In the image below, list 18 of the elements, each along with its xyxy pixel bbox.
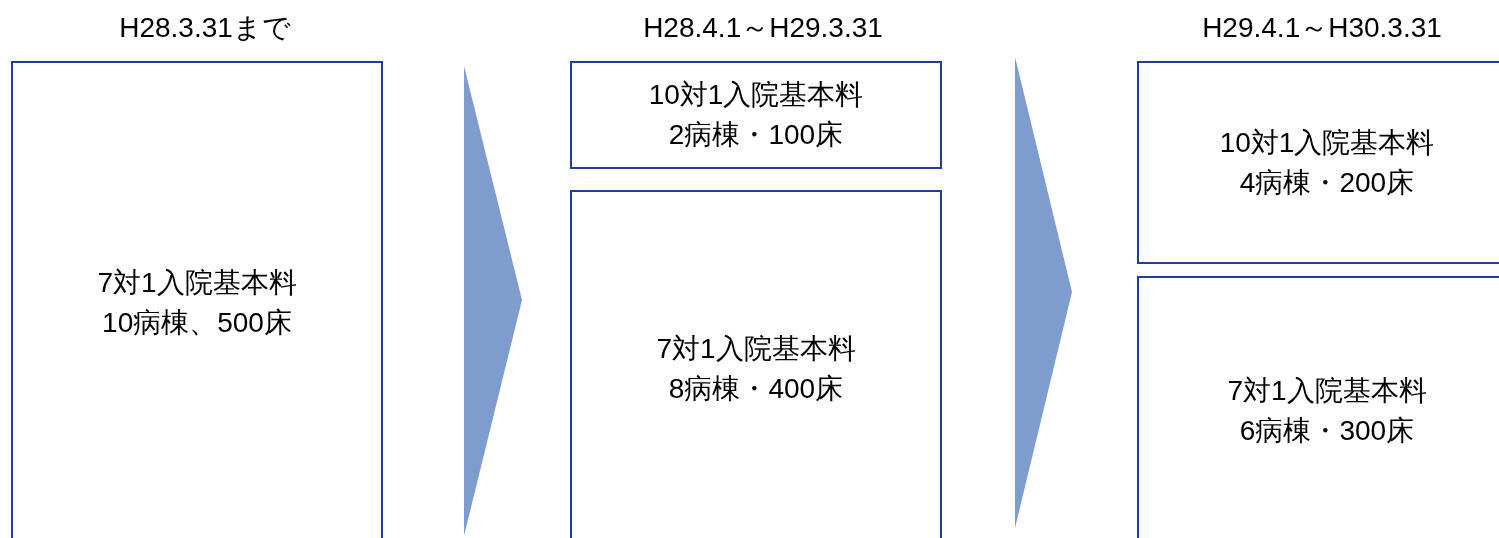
text-box [11,61,383,538]
period-heading: H28.3.31まで [119,11,291,45]
box-label: 4病棟・200床 [1239,165,1415,200]
box-label: 8病棟・400床 [668,372,844,406]
box-label: 7対1入院基本料 [656,332,856,366]
text-box [1137,276,1499,538]
period-heading: H28.4.1～H29.3.31 [643,11,883,45]
box-label: 10対1入院基本料 [648,78,864,112]
box-label: 7対1入院基本料 [1227,374,1427,408]
text-box [570,190,942,538]
text-box [570,61,942,169]
box-label: 10対1入院基本料 [1219,125,1435,160]
box-label: 7対1入院基本料 [97,266,297,300]
box-label: 10病棟、500床 [102,306,292,340]
box-label: 6病棟・300床 [1239,414,1415,448]
box-label: 2病棟・100床 [668,118,844,152]
text-box [1137,61,1499,264]
period-heading: H29.4.1～H30.3.31 [1202,11,1442,45]
